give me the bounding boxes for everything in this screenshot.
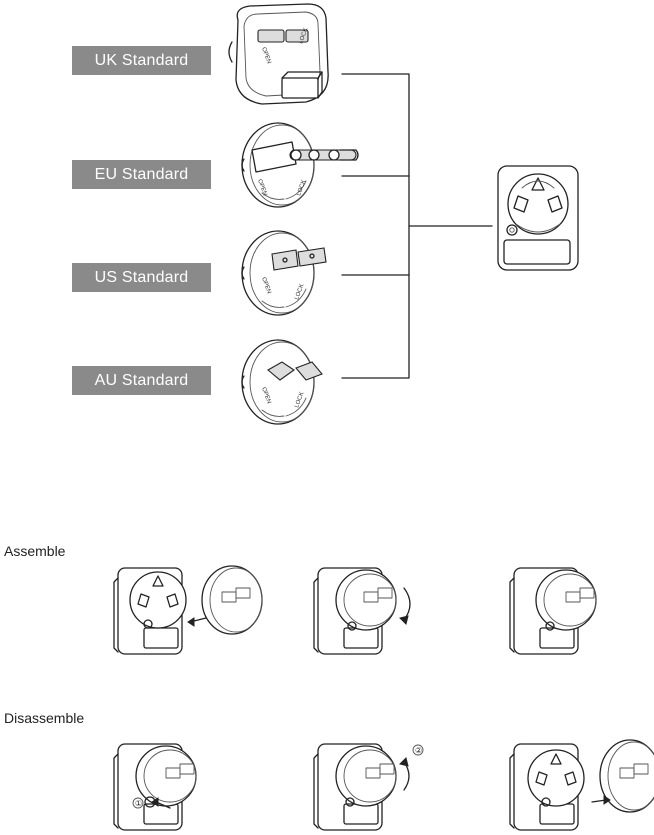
disassemble-step-1: ① [113, 743, 197, 831]
au-lock-marking: LOCK [294, 391, 305, 408]
assemble-step-3 [509, 567, 597, 655]
label-eu-standard: EU Standard [72, 160, 211, 189]
uk-lock-marking: LOCK [298, 27, 309, 44]
connector-lines [341, 73, 493, 379]
eu-plug-head: OPEN LOCK [241, 122, 359, 208]
us-open-marking: OPEN [260, 277, 271, 295]
us-lock-marking: LOCK [294, 283, 305, 300]
label-au-standard: AU Standard [72, 366, 211, 395]
label-us-standard: US Standard [72, 263, 211, 292]
disassemble-step-2: ② [313, 743, 424, 831]
disassemble-step-number-2: ② [415, 746, 422, 755]
section-title-disassemble: Disassemble [4, 710, 85, 726]
label-uk-standard: UK Standard [72, 46, 211, 75]
disassemble-step-number-1: ① [135, 799, 142, 808]
section-title-assemble: Assemble [4, 543, 66, 559]
assemble-step-2 [313, 567, 411, 655]
base-charger-unit [497, 165, 579, 271]
uk-plug-head: OPEN LOCK [228, 3, 329, 105]
au-open-marking: OPEN [260, 387, 271, 405]
eu-lock-marking: LOCK [296, 179, 307, 196]
disassemble-step-3 [509, 739, 654, 831]
au-plug-head: OPEN LOCK [241, 339, 323, 425]
eu-open-marking: OPEN [256, 179, 267, 197]
uk-open-marking: OPEN [260, 47, 271, 65]
assemble-step-1 [113, 565, 263, 655]
us-plug-head: OPEN LOCK [241, 230, 327, 316]
